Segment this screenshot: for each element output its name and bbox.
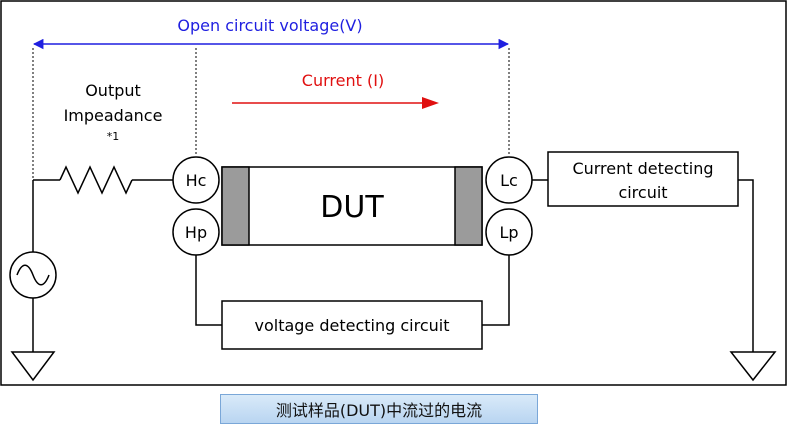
- voltage-label: Open circuit voltage(V): [177, 16, 362, 35]
- impedance-label: Impeadance: [64, 106, 163, 125]
- voltage-detecting-label: voltage detecting circuit: [254, 316, 449, 335]
- diagram-frame: [0, 0, 787, 386]
- hp-to-voltage-circuit-wire: [195, 255, 222, 326]
- resistor-symbol: [59, 165, 133, 195]
- dut-right-electrode: [454, 166, 483, 246]
- current-arrow-head: [422, 97, 439, 109]
- current-detecting-label-1: Current detecting: [572, 159, 713, 178]
- caption-label: 测试样品(DUT)中流过的电流: [220, 394, 538, 424]
- output-label: Output: [85, 81, 141, 100]
- ground-right-icon: [729, 351, 777, 382]
- terminal-lc-label: Lc: [500, 171, 518, 190]
- sine-wave-icon: [16, 264, 50, 286]
- dut-left-electrode: [221, 166, 250, 246]
- current-detecting-label-2: circuit: [618, 183, 667, 202]
- current-circuit-ground-wire: [738, 179, 754, 352]
- current-detecting-circuit-box: [547, 151, 739, 207]
- current-label: Current (I): [302, 71, 384, 90]
- terminal-hp-label: Hp: [185, 223, 207, 242]
- terminal-hc-label: Hc: [186, 171, 207, 190]
- footnote-marker: *1: [107, 130, 120, 143]
- voltage-detecting-circuit-box: [221, 300, 483, 350]
- terminal-lp-label: Lp: [499, 223, 518, 242]
- source-wiring: [32, 165, 173, 352]
- ground-left-icon: [10, 351, 56, 382]
- dut-label: DUT: [320, 190, 384, 225]
- terminal-hc: [172, 156, 220, 204]
- dut-measurement-diagram: Open circuit voltage(V) Current (I) Outp…: [0, 0, 787, 386]
- voltage-guide-lines: [32, 48, 510, 178]
- lp-to-voltage-circuit-wire: [482, 255, 510, 326]
